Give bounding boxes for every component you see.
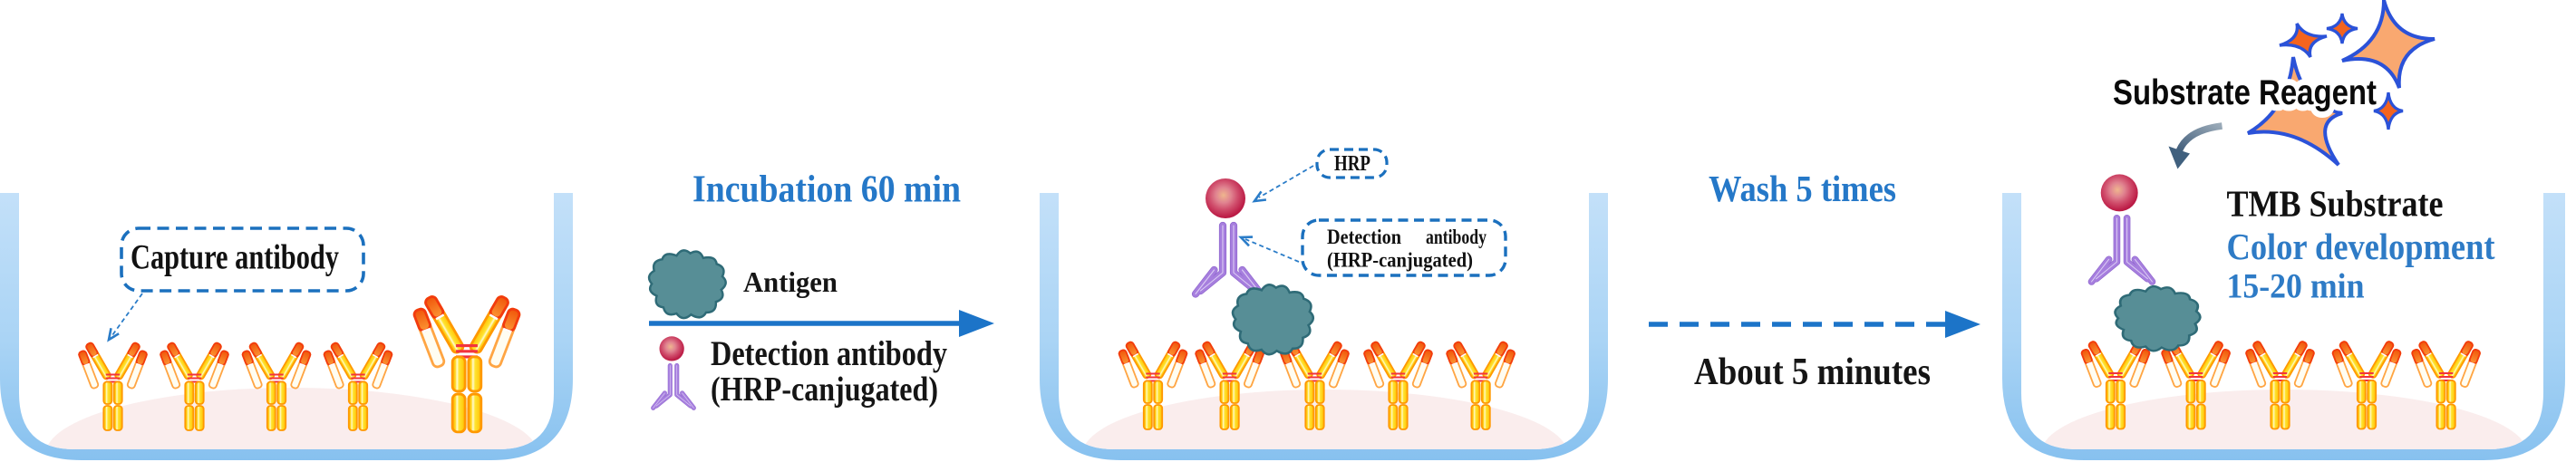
svg-text:Incubation 60 min: Incubation 60 min [692,169,961,211]
svg-text:antibody: antibody [1426,226,1487,249]
svg-text:Wash 5 times: Wash 5 times [1709,168,1896,209]
svg-text:Detection antibody: Detection antibody [711,334,947,373]
svg-text:HRP: HRP [1334,152,1370,176]
svg-text:Color development: Color development [2227,226,2495,267]
svg-text:(HRP-canjugated): (HRP-canjugated) [711,371,938,409]
svg-text:TMB Substrate: TMB Substrate [2227,183,2444,225]
svg-text:About 5 minutes: About 5 minutes [1694,351,1931,393]
svg-text:(HRP-canjugated): (HRP-canjugated) [1327,249,1473,273]
svg-text:Detection: Detection [1327,226,1401,249]
svg-text:Capture antibody: Capture antibody [131,238,339,277]
svg-text:Substrate Reagent: Substrate Reagent [2113,73,2377,112]
svg-text:15-20 min: 15-20 min [2227,267,2365,306]
svg-text:Antigen: Antigen [743,266,838,298]
